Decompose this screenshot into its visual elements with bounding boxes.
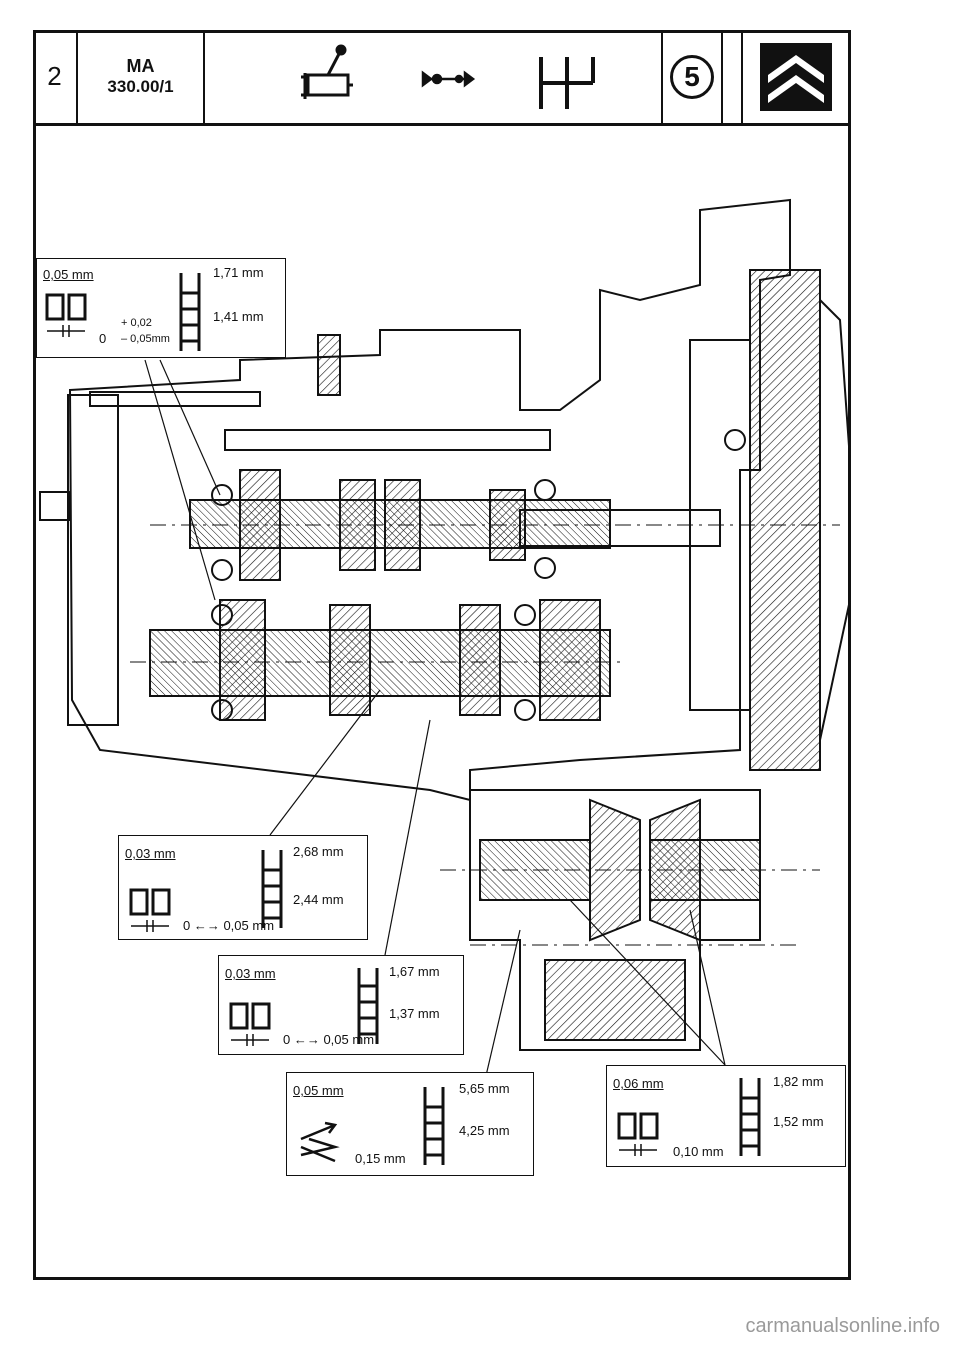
bearing-shim-icon	[617, 1112, 659, 1156]
gear-count-cell: 5	[663, 30, 723, 123]
lower-gear-2	[329, 604, 371, 716]
selector-rod	[224, 429, 551, 451]
lower-gear-3	[459, 604, 501, 716]
shim-max-value: 1,67 mm	[389, 964, 440, 979]
bearing-2	[534, 479, 556, 501]
clearance-value: 0,05 mm	[43, 267, 94, 282]
shim-ladder-icon	[423, 1087, 445, 1165]
diff-gear-left	[589, 798, 641, 942]
shim-ladder-icon	[739, 1078, 761, 1156]
citroen-chevron-logo	[759, 42, 832, 111]
spec-box-secondary-front: 0,03 mm 1,67 mm 1,37 mm 0 ←→ 0,05 mm	[218, 955, 464, 1055]
page-number: 2	[33, 30, 78, 123]
tolerance-plus: + 0,02	[121, 317, 152, 329]
gear-backlash-icon	[300, 1121, 340, 1163]
clearance-value: 0,05 mm	[293, 1083, 344, 1098]
shim-min-value: 1,41 mm	[213, 309, 264, 324]
clearance-value: 0,03 mm	[225, 966, 276, 981]
preload-range: 0 ←→ 0,05 mm	[283, 1032, 375, 1047]
shim-min-value: 2,44 mm	[293, 892, 344, 907]
tolerance-minus: – 0,05mm	[121, 333, 170, 345]
shim-ladder-icon	[261, 850, 283, 928]
spec-box-secondary-rear: 0,03 mm 2,68 mm 2,44 mm 0 ←→ 0,05 mm	[118, 835, 368, 940]
pictogram-strip	[205, 30, 663, 123]
spec-box-pinion-depth: 0,05 mm 5,65 mm 4,25 mm 0,15 mm	[286, 1072, 534, 1176]
shim-max-value: 1,71 mm	[213, 265, 264, 280]
shim-max-value: 2,68 mm	[293, 844, 344, 859]
page-frame	[33, 30, 851, 1280]
bearing-shim-icon	[129, 888, 171, 932]
shim-max-value: 1,82 mm	[773, 1074, 824, 1089]
brand-cell	[743, 30, 848, 123]
watermark: carmanualsonline.info	[745, 1315, 940, 1337]
shim-min-value: 4,25 mm	[459, 1123, 510, 1138]
reverse-switch	[317, 334, 341, 396]
diff-gear-right	[649, 798, 701, 942]
preload-range: 0 ←→ 0,05 mm	[183, 918, 275, 933]
doc-number: 330.00/1	[107, 77, 174, 97]
clearance-value: 0,03 mm	[125, 846, 176, 861]
shaft-stub	[39, 491, 71, 521]
clearance-value: 0,06 mm	[613, 1076, 664, 1091]
header-strip: 2 MA 330.00/1	[33, 30, 851, 126]
shim-ladder-icon	[179, 273, 201, 351]
drive-shaft-icon	[421, 70, 476, 87]
preload-base: 0	[99, 331, 107, 346]
doc-code: MA	[126, 56, 155, 77]
lower-gear-4	[539, 599, 601, 721]
clutch-housing	[749, 269, 821, 771]
gear-pattern-icon	[539, 56, 595, 109]
shim-min-value: 1,37 mm	[389, 1006, 440, 1021]
preload-value: 0,10 mm	[673, 1144, 724, 1159]
bearing-shim-icon	[229, 1002, 271, 1046]
backlash-value: 0,15 mm	[355, 1151, 406, 1166]
document-reference: MA 330.00/1	[78, 30, 205, 123]
gear-count-badge: 5	[670, 54, 714, 99]
end-cover	[67, 394, 119, 726]
shim-ladder-icon	[357, 968, 379, 1044]
shim-max-value: 5,65 mm	[459, 1081, 510, 1096]
spec-box-primary-shaft: 0,05 mm 1,71 mm 1,41 mm 0 + 0,02 – 0,05m…	[36, 258, 286, 358]
pictogram-strip-svg	[301, 44, 595, 109]
bearing-1	[211, 484, 233, 506]
leader-lines	[144, 359, 726, 1081]
lower-gear-1	[219, 599, 266, 721]
bearing-shim-icon	[45, 293, 87, 337]
shim-min-value: 1,52 mm	[773, 1114, 824, 1129]
header-spacer	[723, 30, 743, 123]
gear-lever-icon	[301, 44, 353, 99]
spec-box-differential: 0,06 mm 1,82 mm 1,52 mm 0,10 mm	[606, 1065, 846, 1167]
